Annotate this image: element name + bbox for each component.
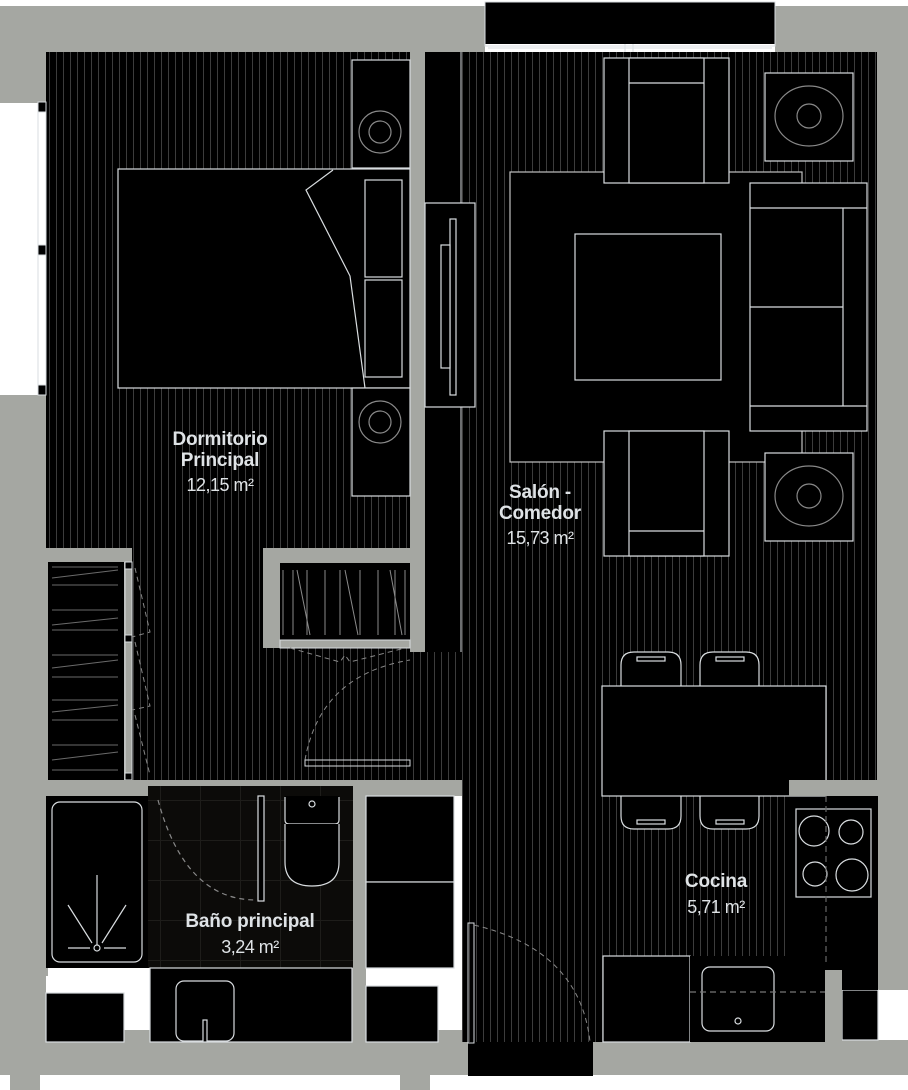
window-left — [37, 101, 47, 396]
armchair-icon — [603, 57, 730, 184]
living-furniture — [424, 57, 868, 557]
toilet-icon — [284, 796, 340, 887]
nightstand-top — [351, 59, 411, 169]
cooktop-icon — [795, 808, 872, 898]
closet-hall — [263, 548, 425, 663]
nightstand-bottom — [351, 387, 411, 497]
sofa-icon — [749, 182, 868, 432]
bathroom-furniture — [45, 795, 455, 1043]
wardrobe-icon — [48, 561, 151, 781]
bed-icon — [117, 168, 411, 389]
kitchen-furniture — [602, 796, 879, 1043]
armchair-icon — [603, 430, 730, 557]
tv-icon — [424, 202, 476, 408]
lamp-icon — [764, 452, 854, 542]
window-top — [484, 1, 776, 52]
dining-table-icon — [601, 651, 827, 830]
bedroom-furniture — [117, 59, 411, 497]
bathtub-icon — [46, 796, 148, 968]
wall-dormitorio-salon — [410, 52, 425, 652]
chair-icon — [620, 651, 682, 686]
entrance-door — [467, 922, 593, 1076]
door-swing-icon — [304, 659, 411, 767]
table-icon — [574, 233, 722, 381]
lamp-icon — [764, 72, 854, 162]
sink-icon — [690, 956, 825, 1042]
chair-icon — [620, 795, 682, 830]
